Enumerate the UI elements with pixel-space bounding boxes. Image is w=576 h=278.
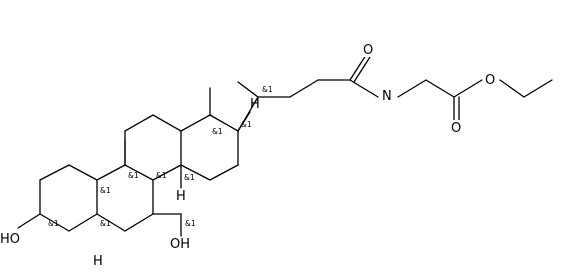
- stereo-label-c14: &1: [184, 173, 195, 182]
- hydrogen-c14: H: [176, 189, 186, 204]
- stereo-label-c10: &1: [100, 186, 111, 195]
- ester-oxygen: O: [485, 73, 495, 88]
- ring-d: [180, 114, 239, 181]
- stereo-label-c5: &1: [100, 219, 111, 228]
- atom-labels: O N O O HO OH H H H: [0, 42, 499, 269]
- stereo-label-c7: &1: [185, 219, 196, 228]
- ring-b: [96, 164, 154, 232]
- stereo-label-c8: &1: [156, 171, 167, 180]
- stereo-label-c13: &1: [212, 127, 223, 136]
- stereo-label-c17: &1: [241, 120, 252, 129]
- amide-nitrogen: N: [382, 89, 392, 104]
- c3-oh-bond: [17, 213, 41, 229]
- hydrogen-c17: H: [250, 97, 260, 112]
- ring-a: [39, 164, 98, 232]
- stereo-label-c20: &1: [262, 85, 273, 94]
- carbonyl-oxygen-ester: O: [451, 121, 461, 136]
- c17-h-bond: [237, 111, 251, 132]
- stereo-label-c9: &1: [128, 171, 139, 180]
- stereo-label-c3: &1: [48, 219, 59, 228]
- stereo-labels: &1 &1 &1 &1 &1 &1 &1 &1 &1 &1: [48, 85, 273, 228]
- hydroxyl-c3: HO: [0, 232, 20, 247]
- hydrogen-c5: H: [93, 254, 103, 269]
- carbonyl-oxygen-amide: O: [363, 43, 373, 58]
- hydroxyl-c7: OH: [170, 237, 190, 252]
